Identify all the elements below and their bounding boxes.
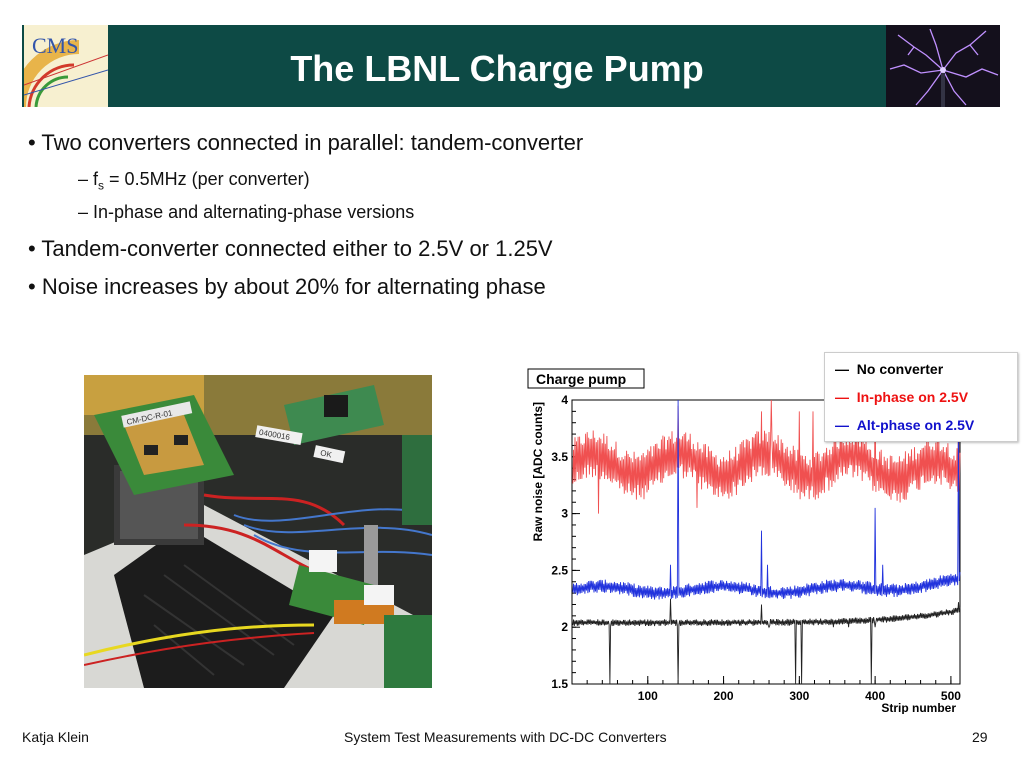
bullet-text: Noise increases by about 20% for alterna…	[41, 274, 546, 299]
series-line-in-phase	[572, 399, 961, 514]
bullet-marker: •	[28, 236, 36, 261]
bullet-item: • Noise increases by about 20% for alter…	[28, 274, 546, 300]
noise-chart: Charge pump 1.5 2 2.5 3 3.5 4 100 200 300 400 500St…	[527, 368, 961, 714]
y-tick-label: 2	[561, 620, 568, 634]
title-bar	[22, 25, 1000, 107]
cms-logo-text: CMS	[32, 33, 78, 58]
charge-pump-hardware-photo: CM-DC-R-01 0400016 OK	[84, 375, 432, 688]
footer-author: Katja Klein	[22, 729, 89, 745]
bullet-text: Tandem-converter connected either to 2.5…	[41, 236, 553, 261]
footer-title: System Test Measurements with DC-DC Conv…	[344, 729, 667, 745]
legend-item-alt-phase: — Alt-phase on 2.5V	[835, 417, 974, 433]
x-tick-label: 500	[941, 689, 961, 703]
bullet-text: Two converters connected in parallel: ta…	[41, 130, 584, 155]
sub-bullet-marker: –	[78, 169, 89, 189]
sub-bullet-marker: –	[78, 202, 89, 222]
x-tick-label: 200	[714, 689, 734, 703]
board-label: OK	[319, 448, 333, 459]
x-axis-label: Strip number	[881, 701, 956, 714]
sub-bullet-text-prefix: f	[93, 169, 99, 189]
page-number: 29	[972, 729, 988, 745]
y-tick-label: 3	[561, 507, 568, 521]
slide-title: The LBNL Charge Pump	[290, 48, 704, 89]
x-tick-label: 400	[865, 689, 885, 703]
x-tick-label: 300	[789, 689, 809, 703]
series-line-alt-phase	[572, 399, 961, 600]
chart-title-box	[527, 368, 645, 389]
chart-legend: — No converter — In-phase on 2.5V — Alt-…	[824, 352, 1018, 442]
y-tick-label: 1.5	[551, 677, 568, 691]
y-axis-label: Raw noise [ADC counts]	[531, 402, 545, 541]
legend-marker: —	[835, 417, 849, 433]
legend-label: No converter	[856, 361, 944, 377]
y-tick-label: 3.5	[551, 450, 568, 464]
bullet-item: • Two converters connected in parallel: …	[28, 130, 583, 156]
sub-bullet-subscript: s	[98, 178, 105, 193]
y-tick-label: 4	[561, 393, 568, 407]
sub-bullet-item: – fs = 0.5MHz (per converter)	[78, 169, 310, 193]
plasma-discharge-image	[886, 25, 1000, 107]
bullet-marker: •	[28, 274, 36, 299]
legend-label: In-phase on 2.5V	[856, 389, 969, 405]
sub-bullet-text: In-phase and alternating-phase versions	[93, 202, 415, 222]
legend-marker: —	[835, 389, 849, 405]
bullet-item: • Tandem-converter connected either to 2…	[28, 236, 553, 262]
y-tick-label: 2.5	[551, 563, 568, 577]
sub-bullet-text-suffix: = 0.5MHz (per converter)	[104, 169, 310, 189]
x-tick-label: 100	[638, 689, 658, 703]
sub-bullet-item: – In-phase and alternating-phase version…	[78, 202, 414, 223]
chart-title: Charge pump	[536, 371, 626, 387]
bullet-marker: •	[28, 130, 36, 155]
legend-item-in-phase: — In-phase on 2.5V	[835, 389, 968, 405]
legend-item-no-converter: — No converter	[835, 361, 943, 377]
series-line-no-converter	[572, 598, 961, 685]
legend-marker: —	[835, 361, 849, 377]
legend-label: Alt-phase on 2.5V	[856, 417, 975, 433]
cms-logo: CMS	[24, 25, 108, 107]
